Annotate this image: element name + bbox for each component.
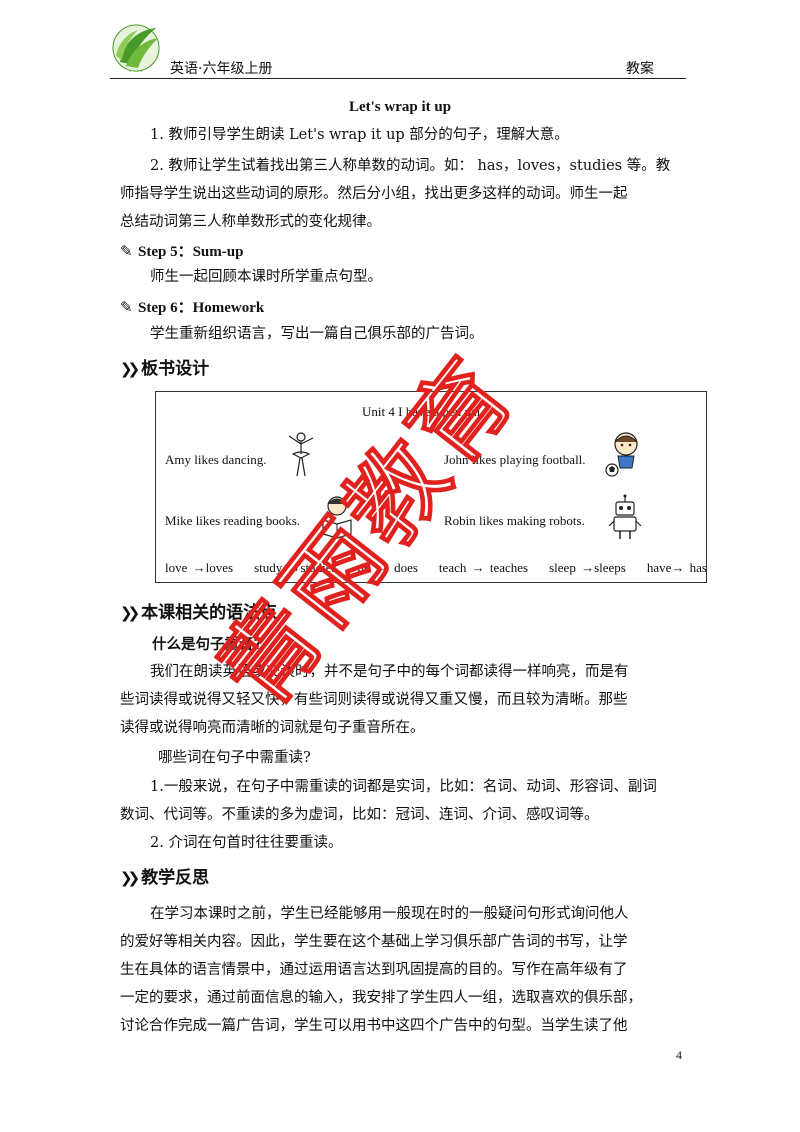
step6-text: 学生重新组织语言，写出一篇自己俱乐部的广告词。 — [150, 326, 484, 342]
grammar-p1c: 读得或说得响亮而清晰的词就是句子重音所在。 — [120, 720, 425, 736]
grammar-rule-1a: 1.一般来说，在句子中需重读的词都是实词，比如：名词、动词、形容词、副词 — [150, 779, 657, 795]
svg-text:· · · ·: · · · · — [129, 69, 142, 76]
step5-text: 师生一起回顾本课时所学重点句型。 — [150, 269, 382, 285]
wrap-line-2a: 2. 教师让学生试着找出第三人称单数的动词。如： has，loves，studi… — [150, 158, 671, 174]
grammar-rule-1b: 数词、代词等。不重读的多为虚词，比如：冠词、连词、介词、感叹词等。 — [120, 807, 599, 823]
board-robin: Robin likes making robots. — [444, 513, 585, 528]
pen-icon: ✎ — [120, 298, 133, 316]
section-title-wrap: Let's wrap it up — [348, 99, 452, 115]
reflection-line-1: 在学习本课时之前，学生已经能够用一般现在时的一般疑问句形式询问他人 — [150, 906, 629, 922]
board-title: Unit 4 I have a pen pal — [362, 404, 481, 419]
publisher-logo: · · · · — [112, 24, 160, 76]
board-verb-forms: love →loves study →studies do → does tea… — [165, 560, 707, 575]
step6-heading: ✎Step 6：Homework — [120, 298, 265, 316]
blackboard-design: Unit 4 I have a pen pal Amy likes dancin… — [155, 391, 707, 583]
step5-heading: ✎Step 5：Sum-up — [120, 242, 244, 260]
grammar-p1b: 些词读得或说得又轻又快，有些词则读得或说得又重又慢，而且较为清晰。那些 — [120, 692, 628, 708]
header-subject: 英语·六年级上册 — [170, 61, 273, 77]
ballet-dancer-icon — [288, 432, 314, 477]
board-section-heading: ❯❯板书设计 — [120, 359, 210, 379]
wrap-line-1: 1. 教师引导学生朗读 Let's wrap it up 部分的句子，理解大意。 — [150, 127, 569, 143]
double-chevron-icon: ❯❯ — [120, 604, 140, 622]
grammar-question-2: 哪些词在句子中需重读? — [158, 750, 311, 766]
pen-icon: ✎ — [120, 242, 133, 260]
board-mike: Mike likes reading books. — [165, 513, 301, 528]
grammar-question-1: 什么是句子重音? — [152, 637, 262, 653]
page-number: 4 — [676, 1048, 682, 1062]
header-divider — [110, 78, 686, 79]
reflection-line-3: 生在具体的语言情景中，通过运用语言达到巩固提高的目的。写作在高年级有了 — [120, 962, 628, 978]
board-john: John likes playing football. — [444, 452, 586, 467]
grammar-rule-2: 2. 介词在句首时往往要重读。 — [150, 835, 343, 851]
header-doc-type: 教案 — [626, 61, 654, 77]
robot-icon — [608, 494, 642, 539]
reading-boy-icon — [322, 496, 352, 539]
football-boy-icon — [605, 432, 638, 477]
double-chevron-icon: ❯❯ — [120, 360, 140, 378]
reflection-line-4: 一定的要求，通过前面信息的输入，我安排了学生四人一组，选取喜欢的俱乐部， — [120, 990, 642, 1006]
reflection-section-heading: ❯❯教学反思 — [120, 868, 210, 888]
grammar-p1a: 我们在朗读英语或交谈时，并不是句子中的每个词都读得一样响亮，而是有 — [150, 664, 629, 680]
wrap-line-2c: 总结动词第三人称单数形式的变化规律。 — [120, 214, 381, 230]
wrap-line-2b: 师指导学生说出这些动词的原形。然后分小组，找出更多这样的动词。师生一起 — [120, 186, 628, 202]
reflection-line-2: 的爱好等相关内容。因此，学生要在这个基础上学习俱乐部广告词的书写，让学 — [120, 934, 628, 950]
board-amy: Amy likes dancing. — [165, 452, 267, 467]
grammar-section-heading: ❯❯本课相关的语法点 — [120, 603, 278, 623]
double-chevron-icon: ❯❯ — [120, 869, 140, 887]
reflection-line-5: 讨论合作完成一篇广告词，学生可以用书中这四个广告中的句型。当学生读了他 — [120, 1018, 628, 1034]
